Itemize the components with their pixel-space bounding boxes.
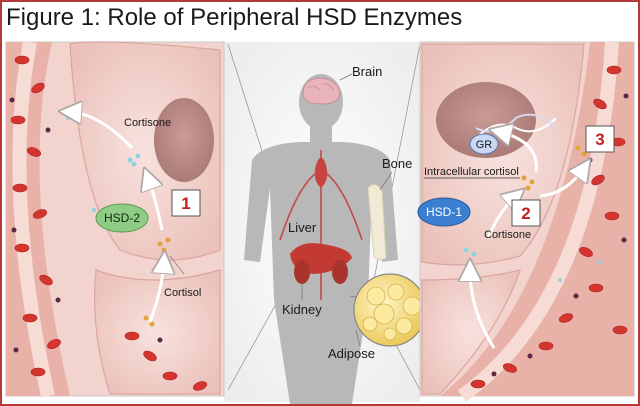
cortisol-label-left: Cortisol xyxy=(164,287,201,299)
intracellular-cortisol-label: Intracellular cortisol xyxy=(424,166,519,178)
figure-title: Figure 1: Role of Peripheral HSD Enzymes xyxy=(6,4,463,31)
adipose-tissue-image xyxy=(353,273,427,347)
hsd2-enzyme xyxy=(95,203,149,233)
bone-label: Bone xyxy=(382,156,412,171)
right-tissue-panel: GR xyxy=(417,41,635,402)
brain-label: Brain xyxy=(352,64,382,79)
step-1-box xyxy=(171,189,201,217)
kidney-label: Kidney xyxy=(282,302,322,317)
step-3-number: 3 xyxy=(595,130,604,149)
cortisone-label-right: Cortisone xyxy=(484,229,531,241)
adipose-label: Adipose xyxy=(328,346,375,361)
step-2-number: 2 xyxy=(521,204,530,223)
body-figure xyxy=(224,42,421,404)
step-3-box xyxy=(585,125,615,153)
hsd2-label: HSD-2 xyxy=(104,211,140,225)
liver-label: Liver xyxy=(288,220,317,235)
gr-label: GR xyxy=(476,139,493,151)
left-tissue-panel: Cortisone Cortisol HSD-2 1 xyxy=(5,40,225,398)
hsd1-enzyme xyxy=(417,197,471,227)
step-2-box xyxy=(511,199,541,227)
cortisone-label-left: Cortisone xyxy=(124,117,171,129)
step-1-number: 1 xyxy=(181,194,190,213)
hsd1-label: HSD-1 xyxy=(426,205,462,219)
